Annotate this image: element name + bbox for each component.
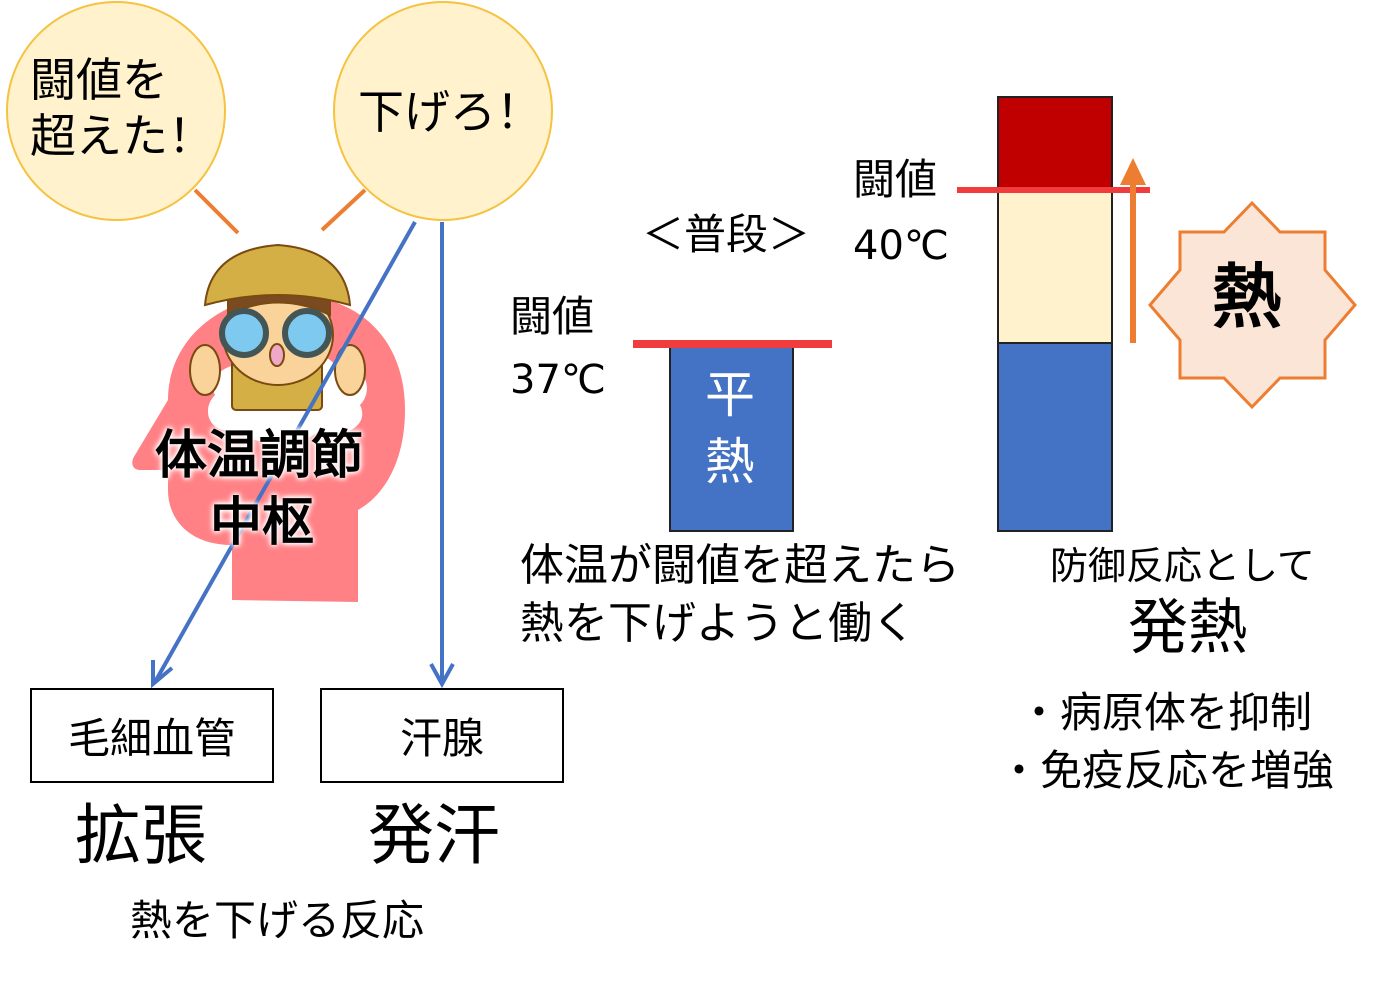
bubble-connector — [193, 188, 240, 235]
response-dilation: 拡張 — [75, 797, 207, 874]
normal-threshold-value: 37℃ — [510, 357, 606, 403]
normal-temperature-bar — [669, 346, 794, 532]
center-label-line1: 体温調節 — [155, 426, 364, 486]
defense-bullet-1: ・病原体を抑制 — [1018, 688, 1313, 737]
fever-threshold-label: 闘値 — [853, 155, 938, 204]
arrow-head — [429, 663, 455, 689]
fever-threshold-value: 40℃ — [853, 223, 949, 269]
explorer-binoculars-icon — [189, 243, 366, 411]
center-label-line2: 中枢 — [210, 493, 315, 553]
defense-intro: 防御反応として — [1050, 544, 1315, 588]
normal-threshold-label: 闘値 — [510, 292, 595, 341]
fever-bar-excess — [997, 96, 1113, 191]
rise-arrow-head — [1120, 158, 1146, 185]
explanation-line1: 体温が闘値を超えたら — [520, 540, 960, 591]
bubble-right-text: 下げろ！ — [358, 85, 542, 139]
normal-bar-label-2: 熱 — [705, 433, 755, 491]
bubble-connector — [320, 188, 367, 232]
fever-bar-base — [997, 342, 1113, 532]
heat-burst-icon — [1148, 200, 1357, 410]
capillary-box: 毛細血管 — [30, 688, 274, 783]
arrow-head — [151, 660, 174, 689]
bubble-left-line2: 超えた！ — [30, 109, 214, 163]
response-sweating: 発汗 — [368, 797, 500, 874]
sweat-gland-box: 汗腺 — [320, 688, 564, 783]
heat-burst-label: 熱 — [1212, 256, 1282, 338]
thought-bubble-right — [333, 1, 553, 221]
defense-title: 発熱 — [1128, 593, 1248, 663]
response-caption: 熱を下げる反応 — [130, 896, 425, 945]
arrow-to-capillary — [153, 221, 417, 683]
normal-heading: ＜普段＞ — [642, 210, 811, 259]
bubble-left-line1: 闘値を — [30, 53, 168, 107]
fever-bar-raised — [997, 189, 1113, 344]
normal-bar-label-1: 平 — [705, 366, 755, 424]
thought-bubble-left — [6, 1, 226, 221]
defense-bullet-2: ・免疫反応を増強 — [998, 746, 1335, 795]
explanation-line2: 熱を下げようと働く — [520, 598, 916, 649]
